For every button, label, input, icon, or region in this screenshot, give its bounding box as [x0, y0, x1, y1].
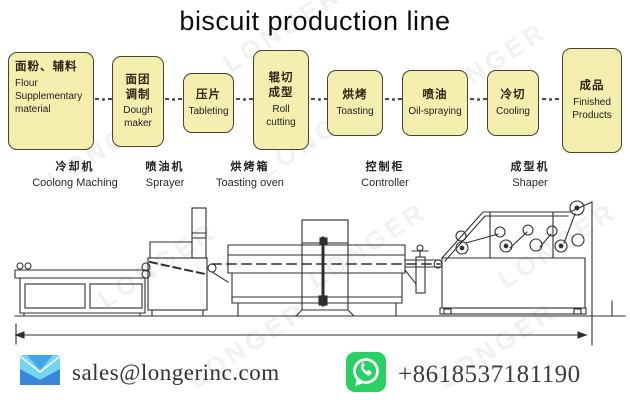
machine-label-zh: 控制柜: [365, 161, 405, 173]
flow-arrow: [542, 97, 559, 101]
machine-label-toasting-oven: 烘烤箱 Toasting oven: [193, 158, 307, 189]
flow-step-zh: 辊切 成型: [268, 72, 294, 99]
flow-step-tableting: 压片 Tableting: [183, 73, 234, 133]
flow-step-zh: 压片: [196, 89, 221, 102]
flow-step-en: Toasting: [336, 105, 374, 117]
flow-step-zh: 面粉、辅料: [15, 61, 78, 73]
production-line-drawing: [14, 200, 626, 346]
flow-step-roll-cutting: 辊切 成型 Roll cutting: [253, 50, 309, 150]
flow-step-zh: 面团 调制: [125, 73, 151, 101]
flow-arrow: [165, 97, 182, 101]
machine-label-shaper: 成型机 Shaper: [478, 158, 582, 189]
flow-step-en: Cooling: [496, 105, 530, 117]
controller-cabinet-drawing: [294, 219, 356, 317]
machine-label-en: Controller: [361, 177, 409, 189]
email-address: sales@longerinc.com: [72, 360, 280, 385]
shaper-drawing: [439, 200, 593, 315]
flow-arrow: [385, 97, 402, 101]
flow-arrow: [95, 97, 112, 101]
flow-step-en: Dough maker: [123, 105, 153, 130]
flow-arrow: [470, 97, 487, 101]
sprayer-drawing: [141, 207, 208, 317]
whatsapp-contact: +8618537181190: [346, 352, 581, 397]
flow-step-finished-products: 成品 Finished Products: [562, 48, 622, 153]
flow-step-zh: 喷油: [422, 89, 448, 102]
flow-step-en: Finished Products: [572, 96, 612, 121]
phone-number: +8618537181190: [398, 360, 581, 388]
machine-label-en: Coolong Maching: [32, 177, 118, 189]
machine-label-zh: 冷却机: [55, 161, 95, 173]
flow-step-oil-spraying: 喷油 Oil-spraying: [402, 70, 468, 136]
page-title: biscuit production line: [179, 6, 451, 36]
flow-step-cooling: 冷切 Cooling: [487, 70, 539, 136]
cooling-machine-drawing: [14, 262, 151, 317]
email-icon: [20, 355, 60, 391]
machine-label-cooling-machine: 冷却机 Coolong Maching: [15, 158, 135, 189]
flow-step-zh: 成品: [579, 80, 605, 93]
flow-step-en: Oil-spraying: [408, 105, 462, 117]
flow-step-zh: 冷切: [500, 89, 526, 102]
machine-label-en: Sprayer: [145, 177, 185, 189]
whatsapp-icon: [346, 352, 386, 397]
machine-label-zh: 烘烤箱: [230, 161, 270, 173]
flow-step-dough-maker: 面团 调制 Dough maker: [112, 56, 164, 147]
flow-arrow: [236, 97, 253, 101]
toasting-oven-drawing: [207, 244, 441, 317]
machine-label-controller: 控制柜 Controller: [333, 158, 437, 189]
flow-step-en: Tableting: [188, 105, 229, 117]
valve-drawing: [404, 244, 443, 294]
machine-label-en: Toasting oven: [216, 177, 284, 189]
flow-step-toasting: 烘烤 Toasting: [327, 70, 383, 136]
email-contact: sales@longerinc.com: [20, 355, 280, 391]
flow-arrow: [311, 97, 328, 101]
flow-step-en: Flour Supplementary material: [15, 77, 83, 115]
flow-step-en: Roll cutting: [266, 103, 296, 128]
machine-label-zh: 成型机: [510, 161, 550, 173]
flow-step-flour-material: 面粉、辅料 Flour Supplementary material: [8, 52, 94, 150]
flow-step-zh: 烘烤: [342, 89, 368, 102]
machine-label-zh: 喷油机: [145, 161, 185, 173]
machine-label-sprayer: 喷油机 Sprayer: [123, 158, 207, 189]
machine-label-en: Shaper: [512, 177, 548, 189]
dimension-lines: [14, 201, 613, 346]
